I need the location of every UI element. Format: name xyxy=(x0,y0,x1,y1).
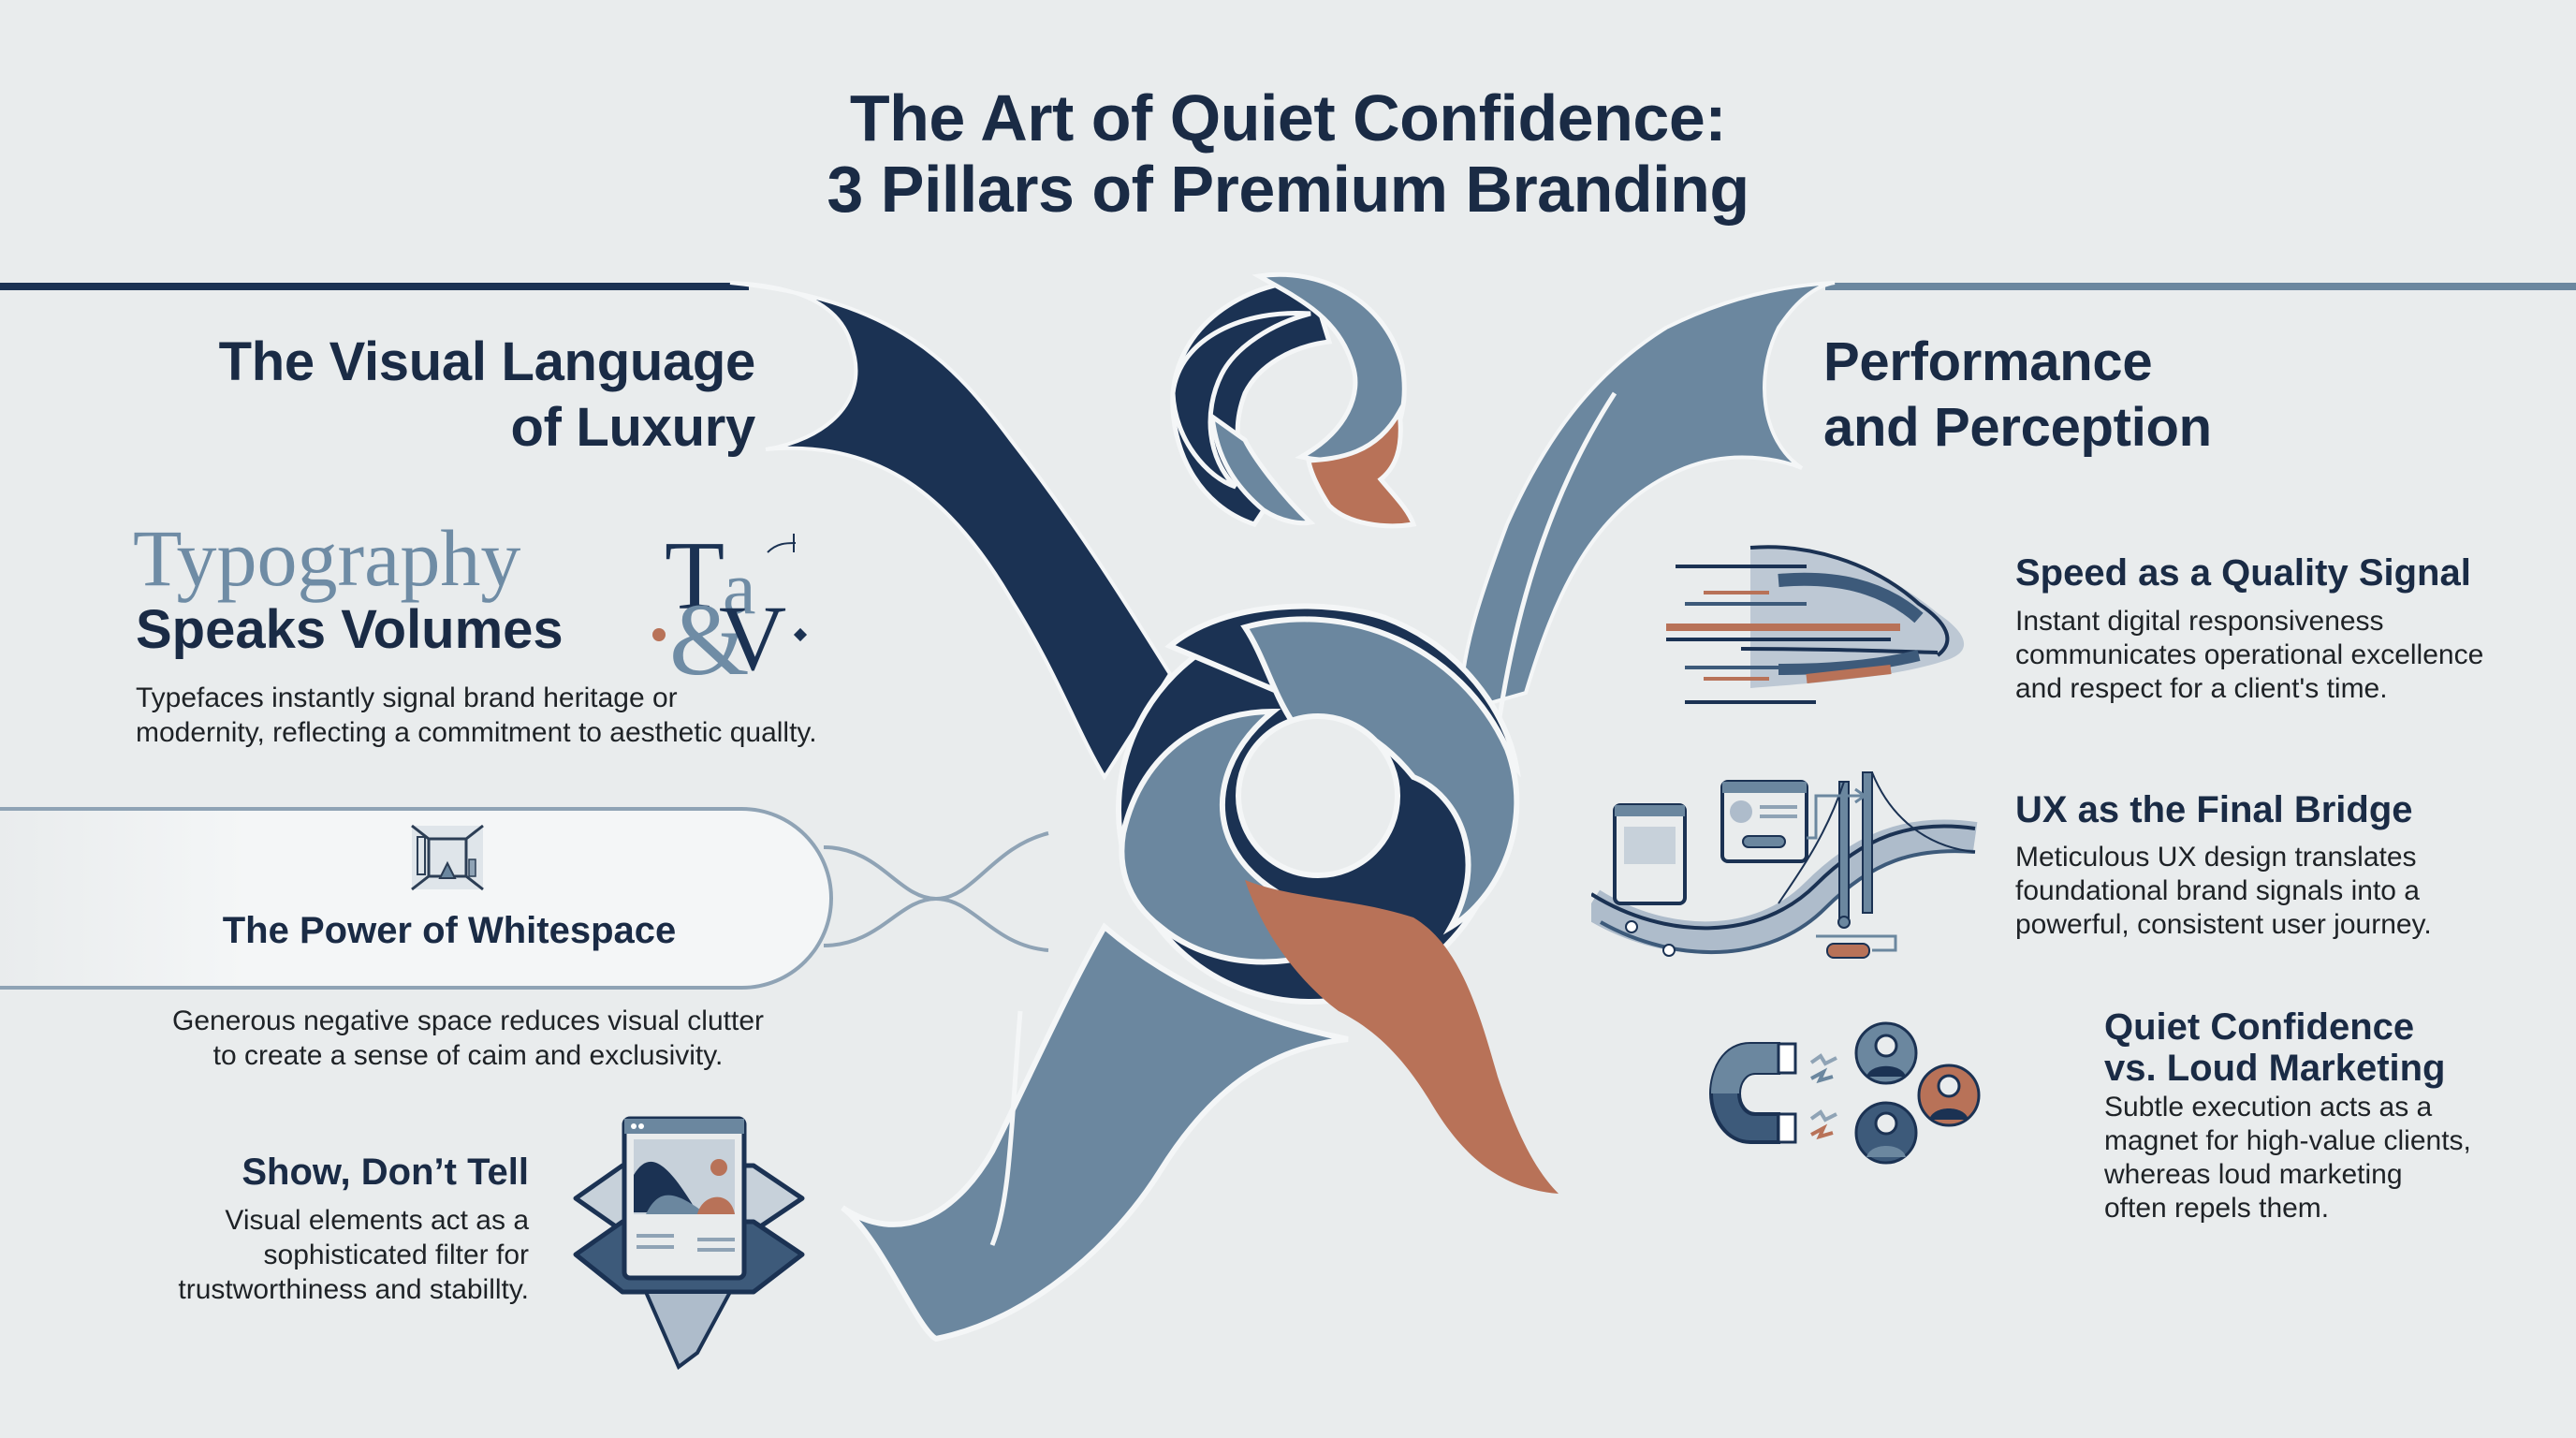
quiet-confidence-title-line1: Quiet Confidence xyxy=(2104,1006,2415,1048)
slate-ribbon-highlight xyxy=(1495,391,1617,731)
whitespace-description-line1: Generous negative space reduces visual c… xyxy=(171,1005,765,1036)
typography-title-sans: Speaks Volumes xyxy=(136,599,564,660)
right-pillar-heading-line1: Performance xyxy=(1823,331,2153,392)
right-header-rule xyxy=(1825,283,2576,290)
typography-title-serif: Typography xyxy=(133,513,521,603)
quiet-confidence-description: Subtle execution acts as a magnet for hi… xyxy=(2104,1091,2471,1225)
whitespace-description-line2: to create a sense of caim and exclusivit… xyxy=(212,1040,724,1071)
quiet-confidence-title-line2: vs. Loud Marketing xyxy=(2104,1048,2446,1089)
left-header-rule xyxy=(0,283,749,290)
page-title-line2: 3 Pillars of Premium Branding xyxy=(827,153,1749,226)
quiet-confidence-description-line3: whereas loud marketing xyxy=(2104,1159,2403,1190)
slate-ribbon-right xyxy=(1457,281,1836,714)
quiet-confidence-title: Quiet Confidence vs. Loud Marketing xyxy=(2104,1006,2446,1089)
q-monogram-logo-icon xyxy=(1170,271,1417,529)
ux-description-line1: Meticulous UX design translates xyxy=(2015,842,2417,873)
browser-funnel-icon xyxy=(573,1116,805,1371)
typography-description-line2: modernity, reflecting a commitment to ae… xyxy=(136,717,817,748)
left-pillar-heading-line1: The Visual Language xyxy=(218,331,756,392)
left-pillar-heading: The Visual Language of Luxury xyxy=(218,330,756,461)
ux-title: UX as the Final Bridge xyxy=(2015,789,2413,830)
show-dont-tell-description-line3: trustworthiness and stabillty. xyxy=(178,1274,529,1305)
right-pillar-heading: Performance and Perception xyxy=(1823,330,2212,461)
speed-description: Instant digital responsiveness communica… xyxy=(2015,605,2483,706)
ux-bridge-icon xyxy=(1591,771,1978,959)
whitespace-title: The Power of Whitespace xyxy=(222,910,677,951)
speed-title: Speed as a Quality Signal xyxy=(2015,552,2471,594)
left-pillar-heading-line2: of Luxury xyxy=(510,397,755,458)
show-dont-tell-description: Visual elements act as a sophisticated f… xyxy=(112,1203,529,1307)
whitespace-pill-frame xyxy=(0,807,833,990)
right-pillar-heading-line2: and Perception xyxy=(1823,397,2212,458)
magnet-clients-icon xyxy=(1708,1021,1981,1165)
empty-room-icon xyxy=(411,824,484,891)
ux-description-line3: powerful, consistent user journey. xyxy=(2015,909,2432,940)
show-dont-tell-title: Show, Don’t Tell xyxy=(242,1152,529,1193)
quiet-confidence-description-line2: magnet for high-value clients, xyxy=(2104,1125,2471,1156)
connector-wave-bottom xyxy=(823,896,1049,952)
whitespace-description: Generous negative space reduces visual c… xyxy=(140,1004,796,1073)
svg-text:T: T xyxy=(665,521,724,630)
swirl-knot-icon xyxy=(841,603,1559,1343)
speeding-train-icon xyxy=(1666,545,1965,704)
show-dont-tell-description-line2: sophisticated filter for xyxy=(263,1240,529,1270)
quiet-confidence-description-line1: Subtle execution acts as a xyxy=(2104,1092,2433,1123)
speed-description-line2: communicates operational excellence xyxy=(2015,639,2484,670)
page-title: The Art of Quiet Confidence: 3 Pillars o… xyxy=(0,82,2576,225)
typography-description-line1: Typefaces instantly signal brand heritag… xyxy=(136,682,678,713)
svg-text:a: a xyxy=(723,548,756,630)
navy-ribbon-left xyxy=(729,281,1173,781)
svg-text:V: V xyxy=(719,586,786,679)
typography-monogram-icon: T a & V xyxy=(652,521,808,679)
speed-description-line1: Instant digital responsiveness xyxy=(2015,606,2384,637)
page-title-line1: The Art of Quiet Confidence: xyxy=(849,81,1727,154)
svg-text:&: & xyxy=(669,582,750,679)
typography-description: Typefaces instantly signal brand heritag… xyxy=(136,681,922,750)
quiet-confidence-description-line4: often repels them. xyxy=(2104,1193,2330,1224)
show-dont-tell-description-line1: Visual elements act as a xyxy=(225,1205,529,1236)
speed-description-line3: and respect for a client's time. xyxy=(2015,673,2388,704)
ux-description-line2: foundational brand signals into a xyxy=(2015,875,2420,906)
ux-description: Meticulous UX design translates foundati… xyxy=(2015,841,2432,942)
connector-wave-top xyxy=(823,831,1049,902)
